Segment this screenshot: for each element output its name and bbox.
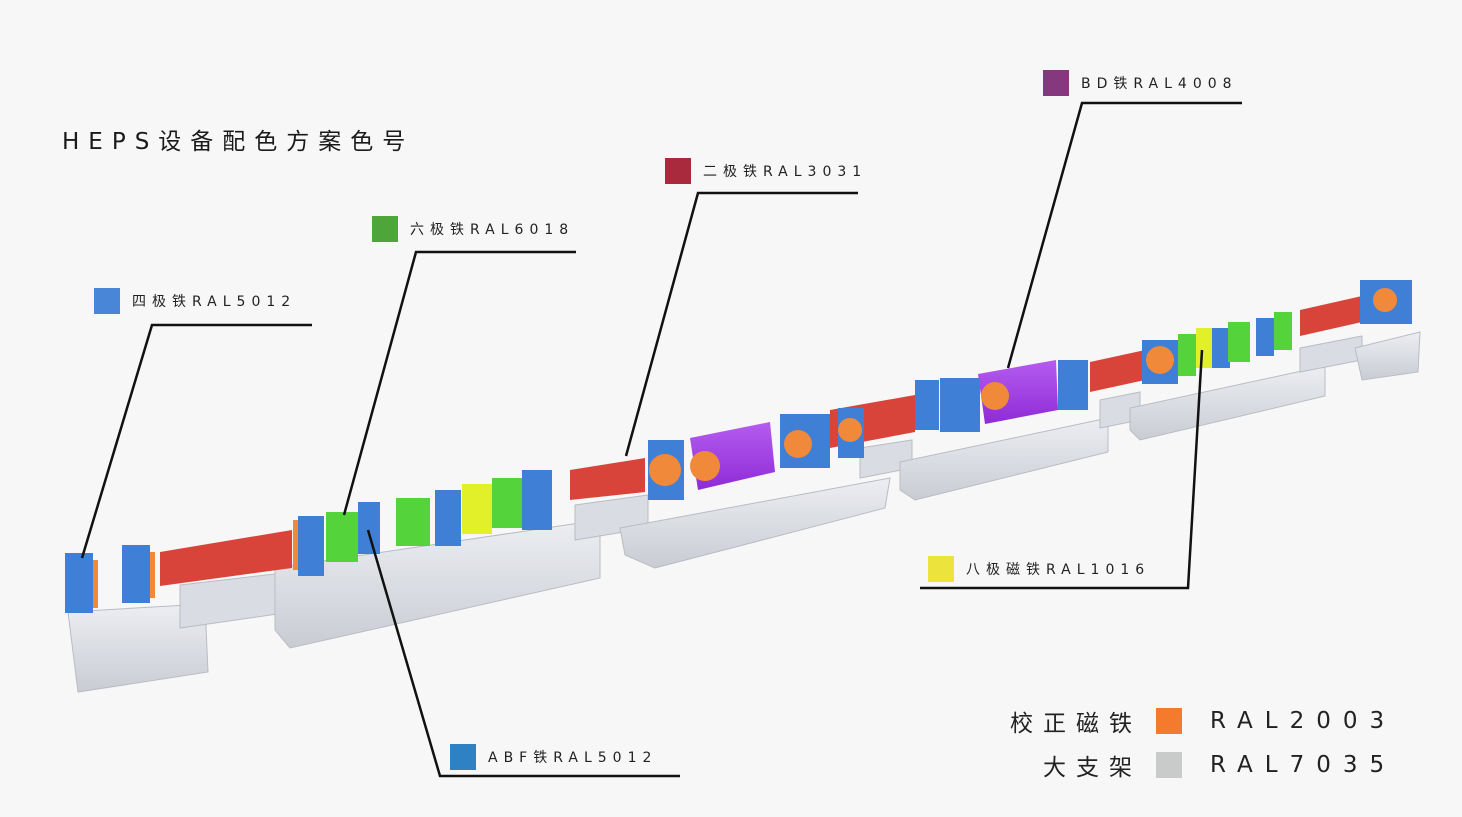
quad — [1058, 360, 1088, 410]
leader-dipole — [624, 191, 858, 457]
callout-code: RAL1016 — [1046, 562, 1151, 578]
corrector — [649, 454, 681, 486]
sextupole — [1274, 312, 1292, 350]
quad — [358, 502, 380, 554]
abf-color-swatch — [450, 744, 476, 770]
dipole-1 — [160, 530, 292, 586]
corrector — [1373, 288, 1397, 312]
sextupole-magnets — [326, 312, 1292, 562]
callout-name: BD铁 — [1081, 76, 1134, 92]
quad — [915, 380, 939, 430]
quad — [1256, 318, 1274, 356]
corrector-color-swatch — [1156, 708, 1182, 734]
leader-lines — [80, 101, 1242, 778]
sextupole-color-swatch — [372, 216, 398, 242]
corrector — [293, 520, 298, 570]
girder-10 — [1299, 335, 1363, 373]
corrector — [838, 418, 862, 442]
corrector — [93, 560, 98, 608]
quad — [122, 545, 150, 603]
octupole-magnets — [462, 328, 1212, 534]
girders — [67, 331, 1421, 693]
leader-quadrupole — [80, 323, 312, 559]
callout-quadrupole: 四极铁RAL5012 — [94, 288, 296, 314]
sextupole — [396, 498, 430, 546]
girder-11 — [1354, 331, 1421, 381]
quad — [940, 378, 980, 432]
corrector — [1146, 346, 1174, 374]
legend-name: 校正磁铁 — [1010, 711, 1142, 737]
sextupole — [1228, 322, 1250, 362]
sextupole — [326, 512, 358, 562]
legend-girder: 大支架 RAL7035 — [992, 748, 1396, 782]
quad — [522, 470, 552, 530]
callout-name: 八极磁铁 — [966, 562, 1046, 578]
callout-code: RAL3031 — [763, 164, 868, 180]
legend-name: 大支架 — [1043, 755, 1142, 781]
sextupole — [492, 478, 522, 528]
callout-abf: ABF铁RAL5012 — [450, 744, 657, 770]
quad — [298, 516, 324, 576]
girder-color-swatch — [1156, 752, 1182, 778]
callout-code: RAL5012 — [192, 294, 297, 310]
callout-name: ABF铁 — [488, 750, 554, 766]
bd-color-swatch — [1043, 70, 1069, 96]
callout-name: 二极铁 — [703, 164, 763, 180]
corrector — [150, 552, 155, 598]
leader-abf — [366, 529, 680, 778]
page-title: HEPS设备配色方案色号 — [62, 129, 415, 155]
leader-sextupole — [342, 250, 576, 516]
callout-code: RAL5012 — [553, 750, 658, 766]
quad — [435, 490, 461, 546]
legend-code: RAL7035 — [1210, 752, 1397, 778]
callout-dipole: 二极铁RAL3031 — [665, 158, 867, 184]
callout-code: RAL4008 — [1133, 76, 1238, 92]
callout-octupole: 八极磁铁RAL1016 — [928, 556, 1150, 582]
callout-name: 六极铁 — [410, 222, 470, 238]
legend-code: RAL2003 — [1210, 708, 1397, 734]
girder-9 — [1129, 365, 1326, 441]
quad — [1212, 328, 1230, 368]
octupole — [1196, 328, 1212, 368]
quadrupole-color-swatch — [94, 288, 120, 314]
dipole-color-swatch — [665, 158, 691, 184]
octupole — [462, 484, 492, 534]
callout-name: 四极铁 — [132, 294, 192, 310]
leader-bd — [1006, 101, 1242, 369]
corrector — [981, 382, 1009, 410]
corrector — [690, 451, 720, 481]
leader-octupole — [920, 349, 1204, 590]
octupole-color-swatch — [928, 556, 954, 582]
callout-sextupole: 六极铁RAL6018 — [372, 216, 574, 242]
quad — [65, 553, 93, 613]
girder-5 — [619, 477, 891, 569]
dipole-2 — [570, 458, 645, 500]
sextupole — [1178, 334, 1196, 376]
dipole-4 — [1090, 350, 1145, 392]
callout-bd: BD铁RAL4008 — [1043, 70, 1238, 96]
callout-code: RAL6018 — [470, 222, 575, 238]
girder-1 — [67, 603, 209, 693]
girder-7 — [899, 417, 1109, 501]
dipole-5 — [1300, 296, 1362, 336]
legend-corrector: 校正磁铁 RAL2003 — [992, 704, 1396, 738]
corrector — [784, 430, 812, 458]
corrector-coils — [93, 288, 1397, 608]
